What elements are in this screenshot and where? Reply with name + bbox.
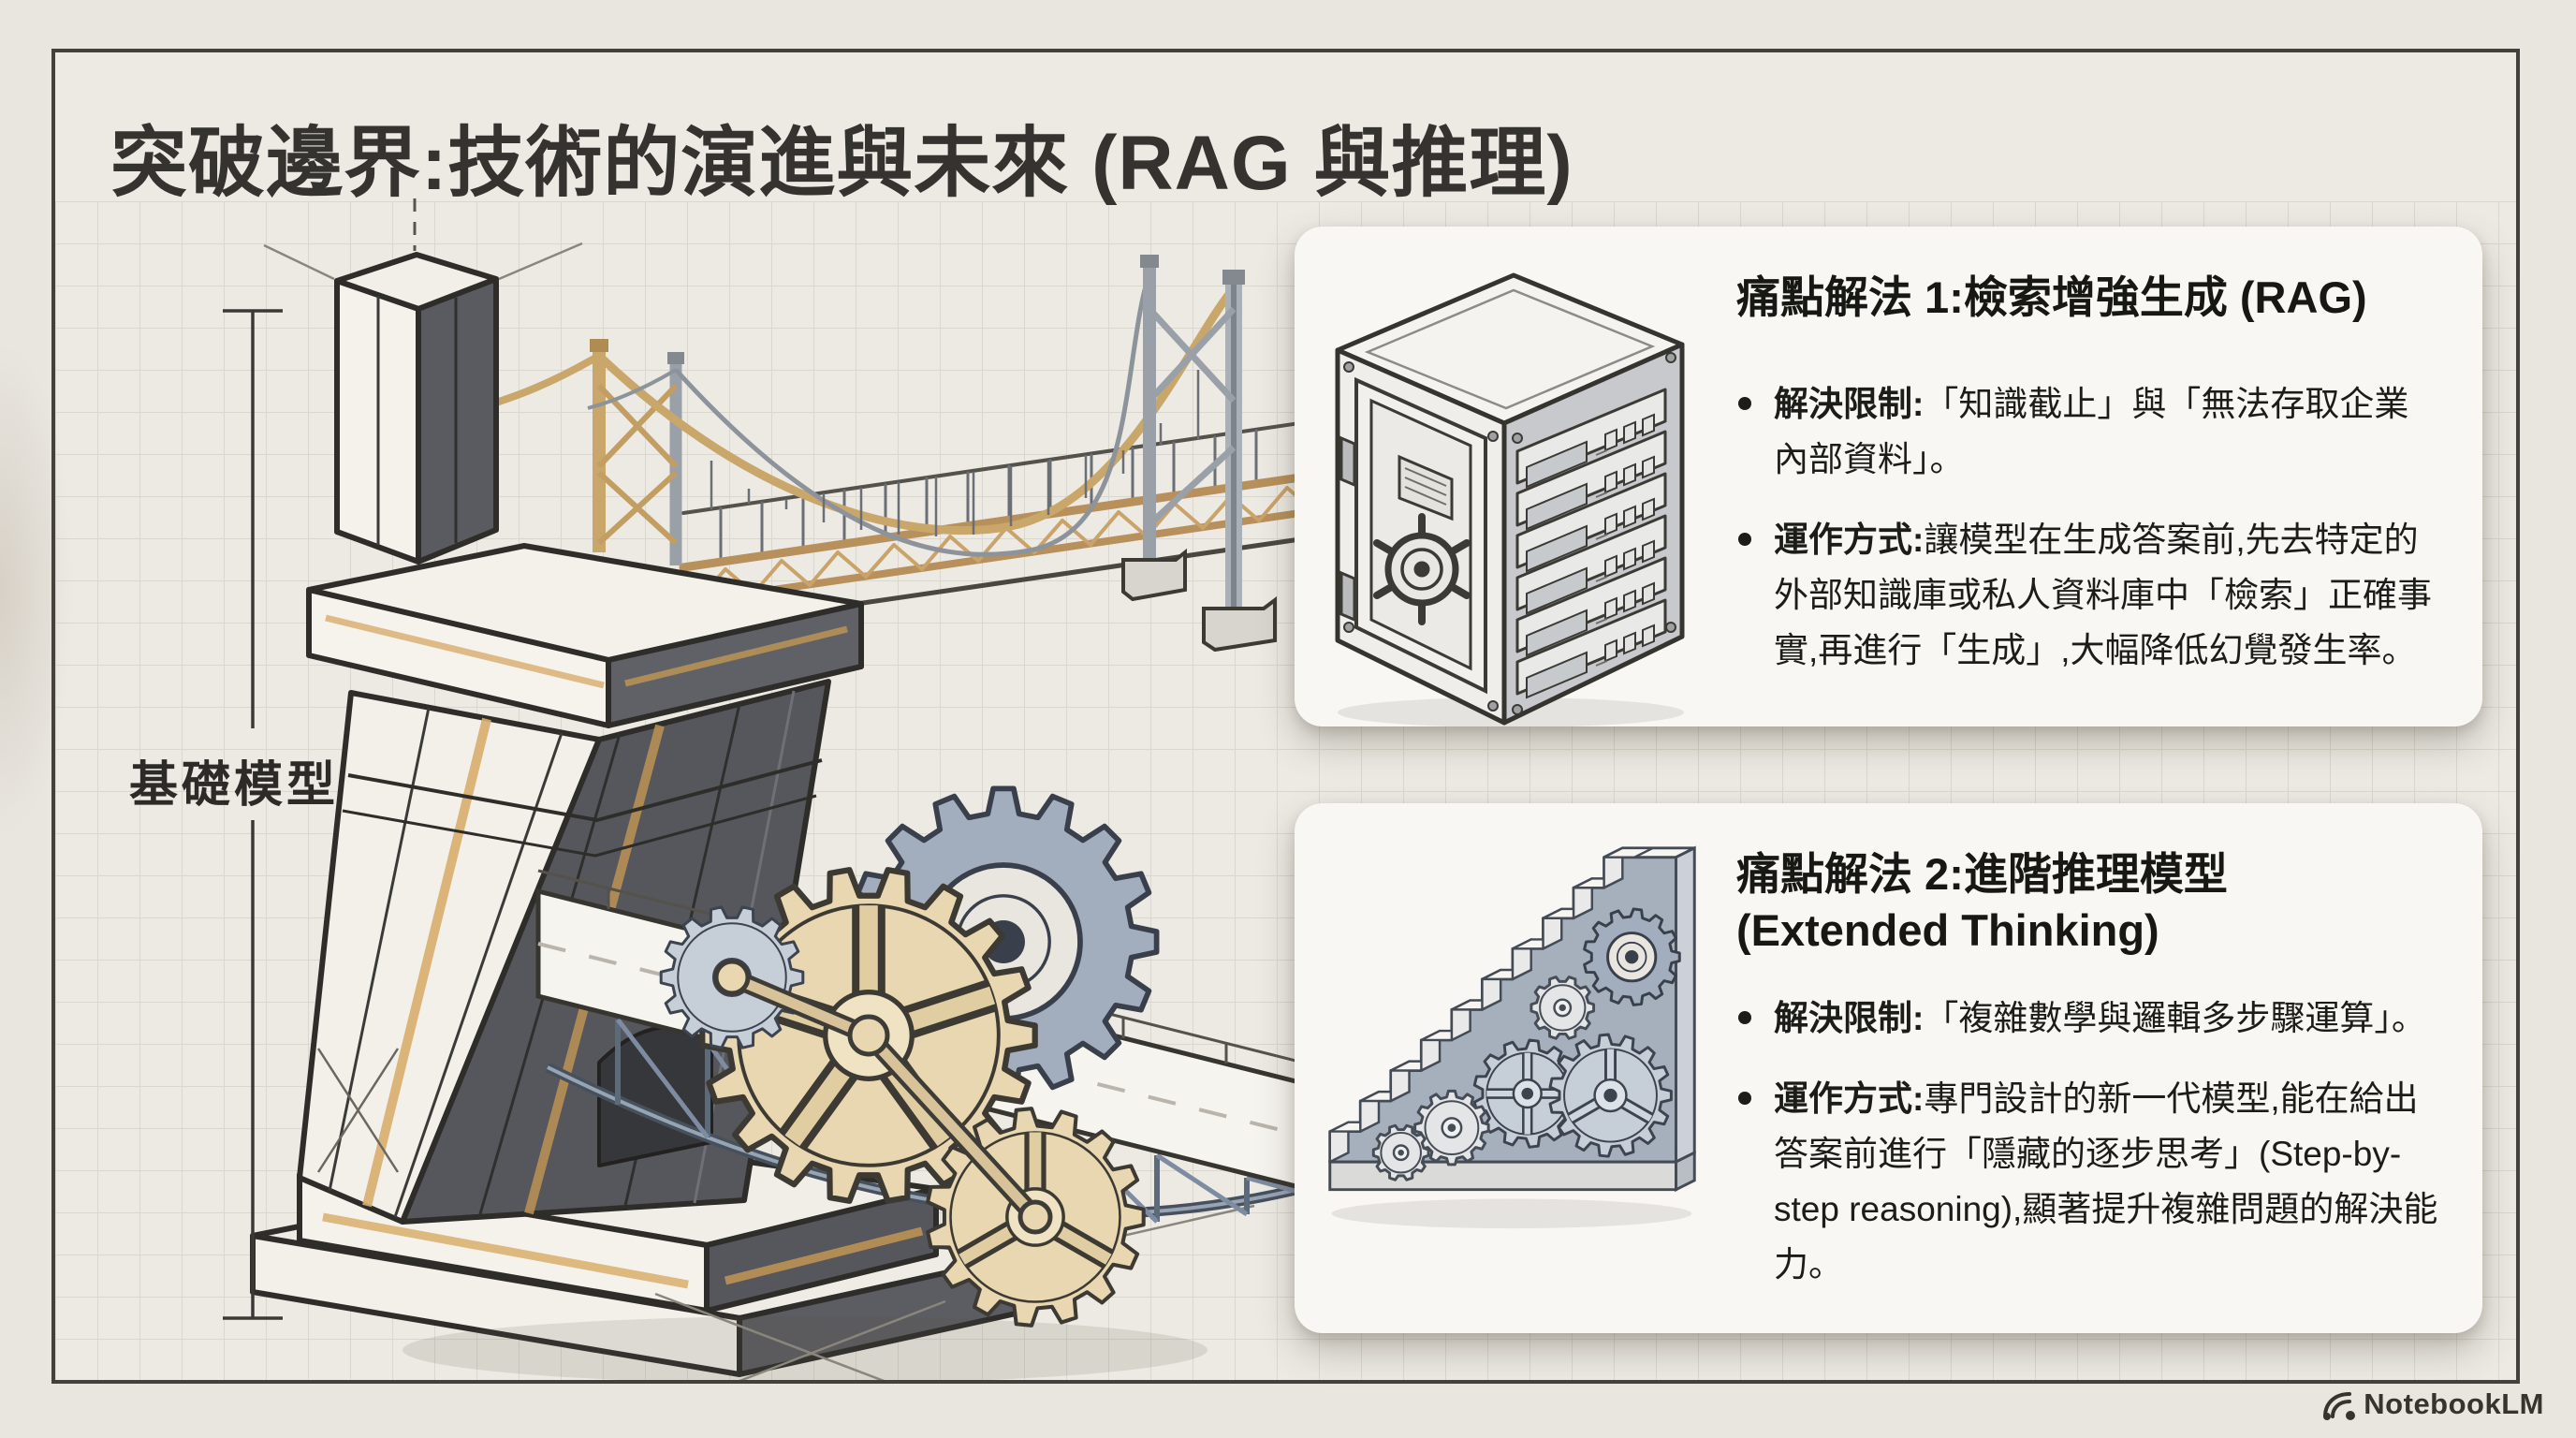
pillar-label: 基礎模型 <box>129 758 340 813</box>
bullet-item: 解決限制:「複雜數學與邏輯多步驟運算」。 <box>1738 990 2441 1046</box>
bullet-text: 「複雜數學與邏輯多步驟運算」。 <box>1924 999 2426 1038</box>
bullet-text: 專門設計的新一代模型,能在給出答案前進行「隱藏的逐步思考」(Step-by-st… <box>1774 1078 2438 1284</box>
bullet-label: 解決限制: <box>1774 999 1925 1038</box>
solution-card-reasoning: 痛點解法 2:進階推理模型 (Extended Thinking) 解決限制:「… <box>1295 803 2482 1333</box>
page-title: 突破邊界:技術的演進與未來 (RAG 與推理) <box>110 120 1573 206</box>
dimension-line <box>223 309 283 1320</box>
staircase-gears-icon <box>1328 845 1696 1229</box>
card-heading-zh: 痛點解法 2:進階推理模型 <box>1736 849 2228 899</box>
gear-truss-bridge <box>535 785 1369 1328</box>
bullet-item: 運作方式:讓模型在生成答案前,先去特定的外部知識庫或私人資料庫中「檢索」正確事實… <box>1738 512 2441 679</box>
bullet-item: 運作方式:專門設計的新一代模型,能在給出答案前進行「隱藏的逐步思考」(Step-… <box>1738 1071 2441 1293</box>
bullet-text: 「知識截止」與「無法存取企業內部資料」。 <box>1774 385 2409 479</box>
paper-shadow <box>0 337 75 843</box>
card-heading: 痛點解法 1:檢索增強生成 (RAG) <box>1736 270 2441 326</box>
bullet-label: 運作方式: <box>1774 520 1925 559</box>
solution-card-rag: 痛點解法 1:檢索增強生成 (RAG) 解決限制:「知識截止」與「無法存取企業內… <box>1295 227 2482 726</box>
notebooklm-watermark: NotebookLM <box>2321 1387 2544 1421</box>
vault-server-icon <box>1335 272 1685 726</box>
card-bullet-list: 解決限制:「知識截止」與「無法存取企業內部資料」。 運作方式:讓模型在生成答案前… <box>1736 376 2441 678</box>
card-heading: 痛點解法 2:進階推理模型 (Extended Thinking) <box>1736 846 2441 959</box>
bullet-text: 讓模型在生成答案前,先去特定的外部知識庫或私人資料庫中「檢索」正確事實,再進行「… <box>1774 520 2432 669</box>
bullet-label: 運作方式: <box>1774 1078 1925 1118</box>
construction-lines <box>263 198 583 281</box>
card-heading-en: (Extended Thinking) <box>1736 905 2159 956</box>
bullet-label: 解決限制: <box>1774 385 1925 424</box>
watermark-text: NotebookLM <box>2364 1387 2544 1420</box>
notebooklm-logo-icon <box>2323 1392 2356 1420</box>
bullet-item: 解決限制:「知識截止」與「無法存取企業內部資料」。 <box>1738 376 2441 487</box>
card-heading-zh: 痛點解法 1:檢索增強生成 (RAG) <box>1736 272 2367 322</box>
card-bullet-list: 解決限制:「複雜數學與邏輯多步驟運算」。 運作方式:專門設計的新一代模型,能在給… <box>1736 990 2441 1292</box>
